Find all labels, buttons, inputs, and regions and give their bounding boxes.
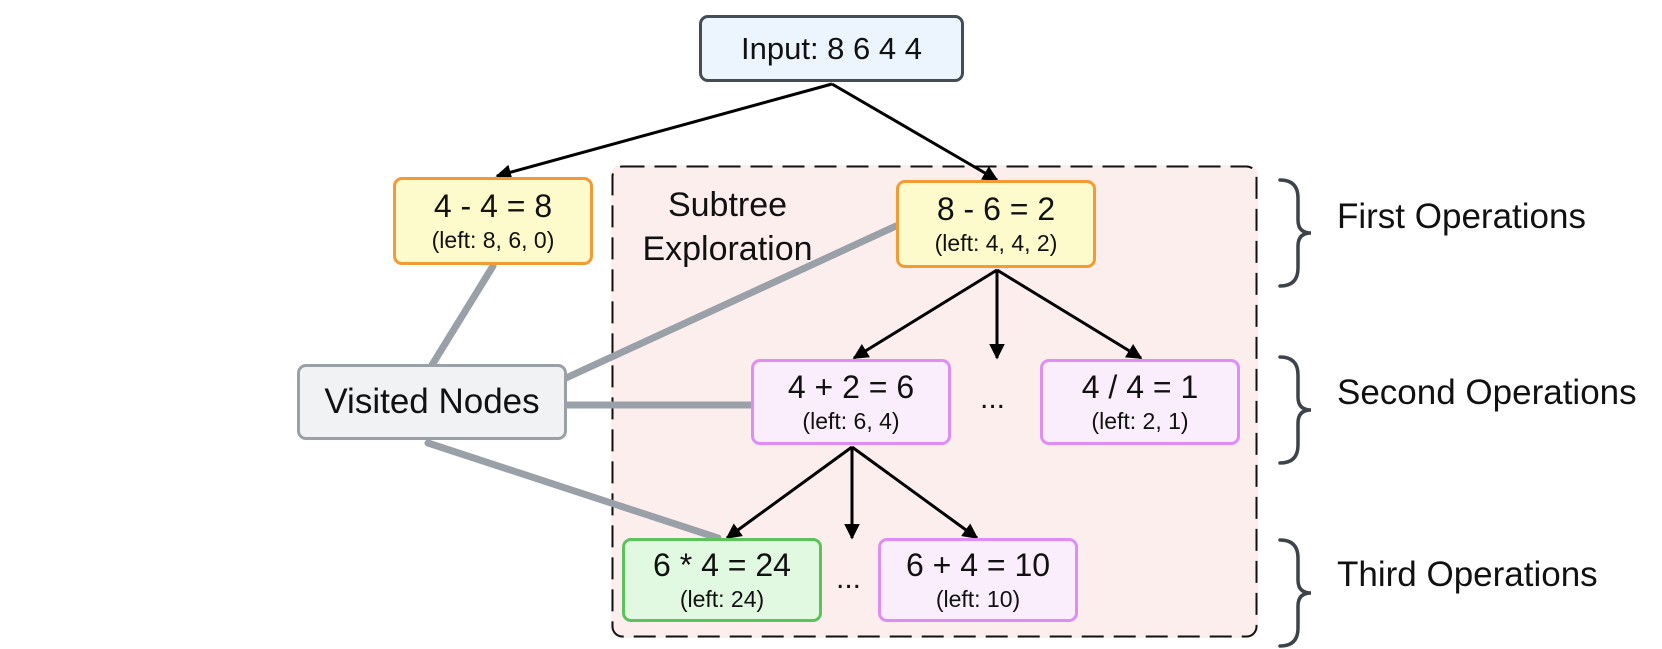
arrow-first-to-second-left xyxy=(852,268,998,360)
first-op-node-right[interactable]: 8 - 6 = 2 (left: 4, 4, 2) xyxy=(896,180,1096,268)
first-op-node-left[interactable]: 4 - 4 = 8 (left: 8, 6, 0) xyxy=(393,177,593,265)
arrow-input-to-first-right xyxy=(831,82,999,182)
second-op-node-right[interactable]: 4 / 4 = 1 (left: 2, 1) xyxy=(1040,359,1240,445)
level-label-first: First Operations xyxy=(1337,197,1586,236)
visited-link-first-right xyxy=(562,222,900,382)
brace-second-icon xyxy=(1278,355,1312,465)
level-label-second: Second Operations xyxy=(1337,373,1637,412)
second-op-node-left[interactable]: 4 + 2 = 6 (left: 6, 4) xyxy=(751,359,951,445)
arrow-input-to-first-left xyxy=(495,82,833,180)
level-label-third: Third Operations xyxy=(1337,555,1598,594)
brace-first-icon xyxy=(1278,178,1312,288)
visited-nodes-node[interactable]: Visited Nodes xyxy=(297,364,567,440)
arrow-first-to-second-right xyxy=(996,268,1143,360)
arrow-second-to-third-left xyxy=(725,445,853,540)
third-op-node-solution[interactable]: 6 * 4 = 24 (left: 24) xyxy=(622,538,822,622)
arrow-second-to-third-right xyxy=(851,445,979,540)
second-ellipsis: ... xyxy=(980,382,1006,415)
brace-third-icon xyxy=(1278,538,1312,648)
visited-link-third xyxy=(424,439,722,542)
third-op-node-right[interactable]: 6 + 4 = 10 (left: 10) xyxy=(878,538,1078,622)
input-node[interactable]: Input: 8 6 4 4 xyxy=(699,15,964,82)
visited-link-first-left xyxy=(428,262,497,369)
third-ellipsis: ... xyxy=(836,562,862,595)
subtree-label: Subtree Exploration xyxy=(642,186,813,268)
